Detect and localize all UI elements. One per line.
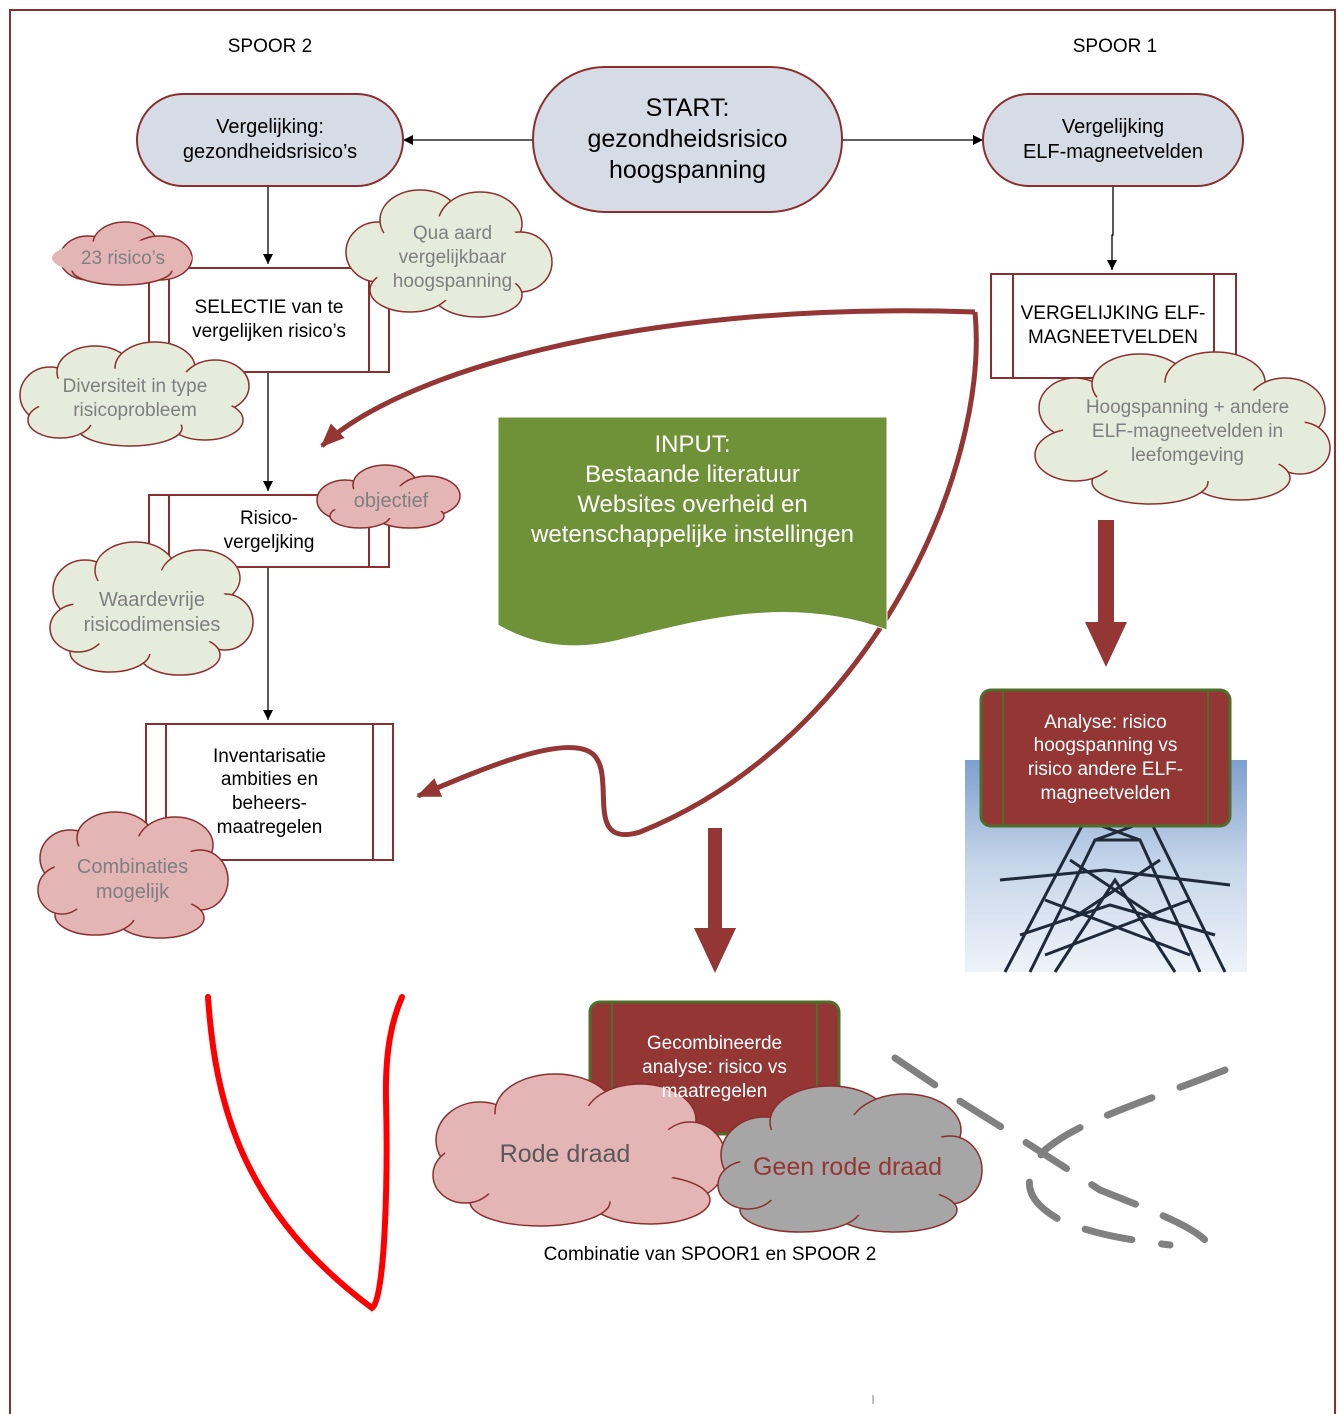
vergelijking-elf-label: Vergelijking ELF-magneetvelden	[1022, 116, 1204, 163]
input-document-shape	[497, 416, 888, 647]
cloud-hoogspanning-andere	[1034, 351, 1331, 505]
cloud-qua-aard-label: Qua aard vergelijkbaar hoogspanning	[392, 223, 513, 292]
input-curved-arrows	[320, 308, 979, 837]
combinatie-caption: Combinatie van SPOOR1 en SPOOR 2	[543, 1244, 877, 1266]
cloud-qua-aard	[345, 189, 553, 318]
block-arrow-to-gecombineerde	[694, 828, 736, 973]
dashed-cross-mark	[891, 1054, 1229, 1249]
vergelijking-elf-box-label: VERGELIJKING ELF- MAGNEETVELDEN	[1020, 303, 1206, 348]
spoor2-label: SPOOR 2	[227, 36, 313, 58]
cloud-combinaties-label: Combinaties mogelijk	[76, 856, 189, 903]
diagram-frame	[9, 9, 1336, 1414]
cloud-combinaties	[37, 811, 229, 939]
cloud-rode-draad-label: Rode draad	[499, 1140, 631, 1169]
spoor1-label: SPOOR 1	[1072, 36, 1158, 58]
block-arrow-to-analyse	[1085, 520, 1127, 667]
curved-arrow-to-risico	[320, 308, 976, 448]
inventarisatie-label: Inventarisatie ambities en beheers- maat…	[212, 745, 326, 838]
connector-lines	[263, 135, 1117, 720]
gecombineerde-label: Gecombineerde analyse: risico vs maatreg…	[642, 1033, 787, 1102]
cloud-diversiteit	[19, 341, 250, 447]
analyse-label: Analyse: risico hoogspanning vs risico a…	[1027, 711, 1184, 804]
start-label: START: gezondheidsrisico hoogspanning	[587, 93, 788, 185]
input-label: INPUT: Bestaande literatuur Websites ove…	[531, 431, 854, 548]
risico-vergelijking-label: Risico- vergeljking	[223, 508, 315, 553]
cloud-23-risicos-label: 23 risico’s	[80, 248, 166, 270]
cloud-geen-rode-draad	[717, 1085, 983, 1233]
cloud-23-risicos	[52, 221, 193, 286]
cloud-rode-draad	[432, 1073, 727, 1227]
cloud-waardevrije-label: Waardevrije risicodimensies	[83, 589, 221, 636]
curved-arrow-to-inventarisatie	[416, 311, 979, 837]
cloud-objectief-label: objectief	[353, 489, 429, 512]
cloud-geen-rode-draad-label: Geen rode draad	[752, 1153, 943, 1182]
analyse-process-box	[979, 688, 1232, 828]
start-terminator	[532, 66, 843, 213]
cloud-diversiteit-label: Diversiteit in type risicoprobleem	[62, 376, 208, 421]
cloud-waardevrije	[49, 541, 254, 676]
selectie-label: SELECTIE van te vergelijken risico’s	[192, 297, 346, 342]
vergelijking-elf-terminator	[982, 93, 1244, 187]
vergelijking-gezondheid-label: Vergelijking: gezondheidsrisico’s	[182, 116, 358, 163]
cloud-objectief	[316, 464, 461, 529]
arrow-to-vergelijking-elf	[1107, 186, 1117, 270]
cloud-hoogspanning-andere-label: Hoogspanning + andere ELF-magneetvelden …	[1085, 397, 1290, 466]
vergelijking-gezondheid-terminator	[136, 93, 404, 187]
block-arrows	[694, 520, 1127, 973]
red-check-mark	[205, 994, 405, 1312]
